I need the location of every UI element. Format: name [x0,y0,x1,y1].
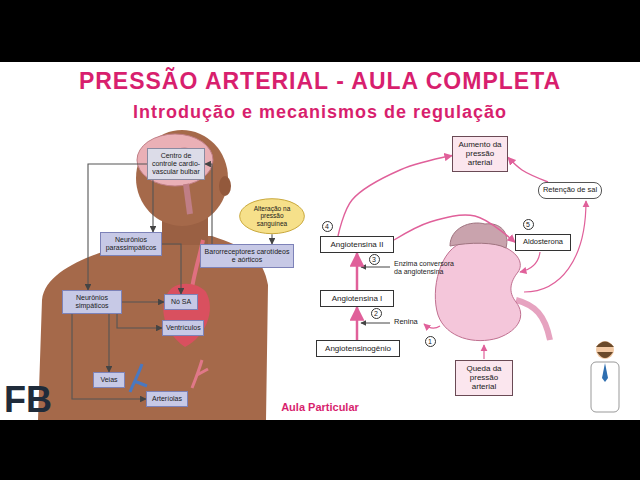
stimulus-ellipse: Alteração na pressão sanguínea [239,198,305,234]
hormone-box: Aldosterona [515,234,571,251]
arteriole-symbol [192,360,208,388]
doctor-head [596,341,614,359]
node-text: Veias [97,376,121,384]
node-text: Queda da pressão arterial [459,364,509,392]
doctor-hair [596,342,614,348]
node-text: Angiotensina I [324,294,390,303]
hormone-box: Angiotensinogênio [316,340,400,357]
connector-arrow [152,180,153,232]
connector-arrow [356,253,359,290]
node-text: Nó SA [168,298,194,306]
vein-symbol [130,364,147,392]
node-text: Angiotensina II [324,240,390,249]
connector-arrow [72,314,146,399]
callout-number: 3 [369,254,380,265]
neuron-box: Neurônios simpáticos [62,290,122,314]
node-text: Centro de controle cardio-vascular bulba… [151,152,201,176]
neuron-box: Neurônios parassimpáticos [100,232,162,256]
ear [219,176,231,196]
connector-arrow [394,215,515,242]
connector-arrow [162,244,181,294]
adrenal-gland [450,223,507,248]
node-text: Angiotensinogênio [320,344,396,353]
effector-box: Ventrículos [162,320,204,336]
page-title: PRESSÃO ARTERIAL - AULA COMPLETA [0,68,640,94]
enzyme-label: Enzima conversora da angiotensina [394,260,456,276]
doctor-coat [591,362,619,412]
renin-release-arrow [424,324,440,328]
callout-number: 1 [425,336,436,347]
node-text: Aumento da pressão arterial [456,140,504,168]
hormone-box: Angiotensina II [320,236,394,253]
connector-arrow [88,164,147,290]
brainstem [186,184,190,214]
callout-number: 5 [523,219,534,230]
aldosterone-arrow [520,252,540,272]
connector-arrow [508,157,548,182]
outcome-box: Aumento da pressão arterial [452,136,508,172]
node-text: Neurônios simpáticos [66,294,118,310]
node-text: Barorreceptores carotídeos e aórticos [204,248,290,264]
receptor-box: Barorreceptores carotídeos e aórticos [200,244,294,268]
node-text: Ventrículos [166,324,200,332]
connector-arrow [117,314,162,328]
callout-number: 2 [371,308,382,319]
control-center-box: Centro de controle cardio-vascular bulba… [147,148,205,180]
node-text: Retenção de sal [542,186,598,195]
enzyme-label: Renina [394,318,418,327]
node-text: Arteríolas [150,395,184,403]
effector-box: Veias [93,372,125,388]
node-text: Alteração na pressão sanguínea [249,205,295,227]
ellipse-shape [240,199,305,234]
top-bar [0,0,640,62]
process-box: Retenção de sal [538,182,602,199]
head [136,130,228,226]
connector-arrow [356,307,359,340]
doctor-tie [602,363,608,382]
effector-box: Arteríolas [146,391,188,407]
subtitle: Introdução e mecanismos de regulação [0,102,640,123]
hormone-box: Angiotensina I [320,290,394,307]
connector-arrow [108,314,109,372]
logo: FB [4,382,52,418]
trigger-box: Queda da pressão arterial [455,360,513,396]
ureter [516,300,550,340]
connector-arrow [122,301,164,302]
connector-arrow [205,164,212,244]
heart [163,284,210,347]
node-text: Aldosterona [519,238,567,247]
brain [137,134,213,186]
callout-number: 4 [322,221,333,232]
pressure-drop-arrow [483,345,484,359]
footer-note: Aula Particular [0,401,640,414]
kidney [435,241,520,340]
bottom-bar [0,420,640,480]
effector-box: Nó SA [164,294,198,310]
enzyme-arrow [361,267,390,268]
connector-arrow [271,234,272,244]
node-text: Neurônios parassimpáticos [104,236,158,252]
connector-arrow [338,156,452,236]
doctor-beard [597,352,613,358]
renin-arrow [361,323,390,324]
